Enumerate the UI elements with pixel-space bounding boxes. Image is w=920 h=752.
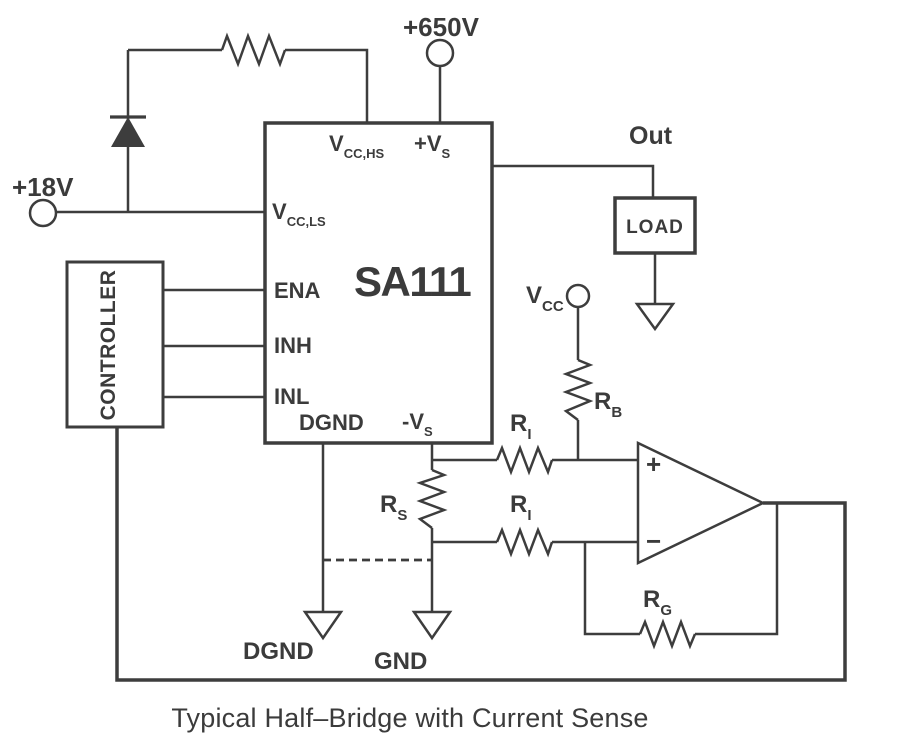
pin-plus-vs-label: +VS	[414, 131, 451, 161]
ri-top-label: RI	[510, 410, 532, 443]
pin-vcc-ls-label: VCC,LS	[272, 199, 326, 229]
sa111-chip-box	[263, 121, 494, 445]
bootstrap-resistor-zigzag	[220, 32, 287, 68]
diagram-caption: Typical Half–Bridge with Current Sense	[171, 703, 648, 733]
wire-bootstrap-right	[285, 48, 369, 123]
out-label: Out	[629, 122, 673, 150]
load-label: LOAD	[626, 217, 684, 238]
diode-icon	[111, 117, 145, 147]
lv-terminal-circle	[28, 198, 58, 228]
ri-top-zigzag	[495, 444, 554, 476]
load-box	[613, 196, 697, 255]
opamp-minus-sign: −	[646, 526, 661, 556]
rs-resistor-zigzag	[416, 468, 448, 529]
pin-ena-label: ENA	[274, 278, 321, 303]
wire-rg-left	[583, 542, 640, 636]
hv-terminal-circle	[425, 38, 455, 68]
pin-minus-vs-label: -VS	[402, 409, 433, 439]
chip-name: SA111	[354, 258, 471, 305]
load-ground-icon	[634, 302, 676, 332]
opamp-plus-sign: +	[646, 449, 661, 479]
pin-inl-label: INL	[274, 384, 309, 409]
dgnd-label: DGND	[243, 638, 314, 665]
controller-box	[65, 260, 165, 429]
wire-out	[492, 164, 655, 198]
vcc-terminal-circle	[565, 283, 591, 309]
rg-label: RG	[643, 586, 672, 619]
gnd-ground-icon	[411, 610, 453, 641]
rs-label: RS	[380, 491, 407, 524]
rb-resistor-zigzag	[562, 358, 594, 421]
pin-vcc-hs-label: VCC,HS	[329, 131, 384, 161]
pin-dgnd-label: DGND	[299, 410, 364, 435]
ri-bottom-zigzag	[495, 526, 554, 558]
pin-inh-label: INH	[274, 333, 312, 358]
dgnd-ground-icon	[302, 610, 344, 641]
rb-label: RB	[594, 388, 622, 421]
ri-bottom-label: RI	[510, 491, 532, 524]
wire-rg-right	[695, 503, 779, 636]
gnd-label: GND	[374, 648, 427, 675]
controller-label: CONTROLLER	[97, 270, 120, 421]
rg-resistor-zigzag	[638, 618, 697, 650]
vcc-terminal-label: VCC	[526, 282, 564, 315]
opamp-triangle	[636, 441, 766, 565]
lv-terminal-label: +18V	[12, 172, 74, 202]
wire-feedback-loop	[115, 427, 847, 682]
hv-terminal-label: +650V	[403, 12, 480, 42]
